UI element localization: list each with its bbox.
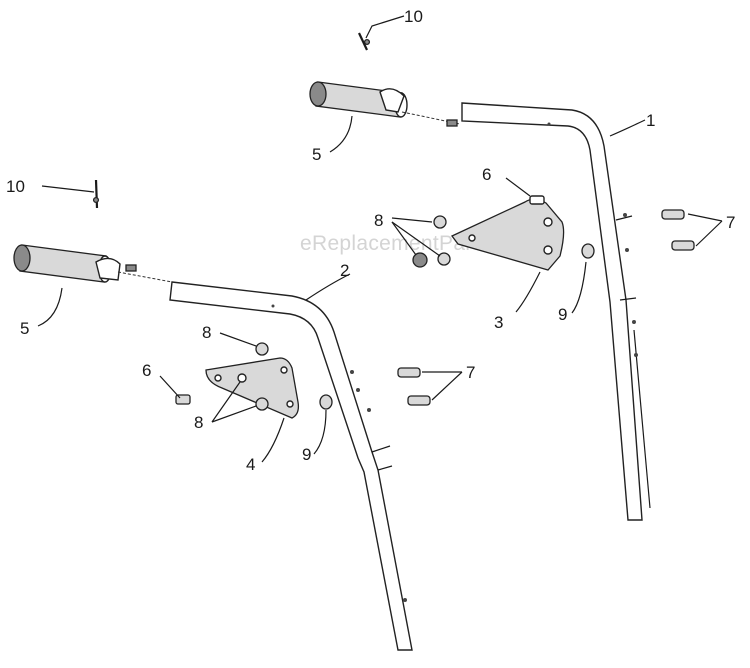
washer-left: [319, 394, 333, 410]
upper-handle-right: [461, 102, 651, 521]
clip-upper: [358, 32, 371, 51]
callout-9-upper: 9: [558, 305, 567, 324]
callout-10-lower: 10: [6, 177, 25, 196]
callout-10-upper: 10: [404, 7, 423, 26]
callout-6-lower: 6: [142, 361, 151, 380]
bracket-left: [205, 357, 300, 419]
grip-left: [13, 244, 173, 283]
callout-7-lower: 7: [466, 363, 475, 382]
callout-8-lower-top: 8: [202, 323, 211, 342]
callout-8-upper: 8: [374, 211, 383, 230]
washer-right: [581, 243, 595, 259]
grip-right: [309, 81, 461, 127]
bolts-right: [661, 209, 695, 251]
bracket-right: [450, 195, 565, 271]
clip-lower: [92, 179, 100, 209]
callout-7-upper: 7: [726, 213, 735, 232]
nuts-left: [255, 342, 269, 411]
callout-8-lower-bottom: 8: [194, 413, 203, 432]
callout-labels: 10 5 1 6 8 7 3 9 10 5 2 8 6 8 7 4 9: [6, 7, 735, 474]
nuts-right: [412, 215, 451, 268]
upper-handle-left: [169, 281, 413, 651]
callout-5-lower: 5: [20, 319, 29, 338]
callout-3: 3: [494, 313, 503, 332]
callout-2: 2: [340, 261, 349, 280]
callout-5-upper: 5: [312, 145, 321, 164]
callout-9-lower: 9: [302, 445, 311, 464]
bolts-left: [397, 367, 431, 406]
leader-lines: [37, 15, 723, 463]
callout-4: 4: [246, 455, 255, 474]
callout-1: 1: [646, 111, 655, 130]
callout-6-upper: 6: [482, 165, 491, 184]
